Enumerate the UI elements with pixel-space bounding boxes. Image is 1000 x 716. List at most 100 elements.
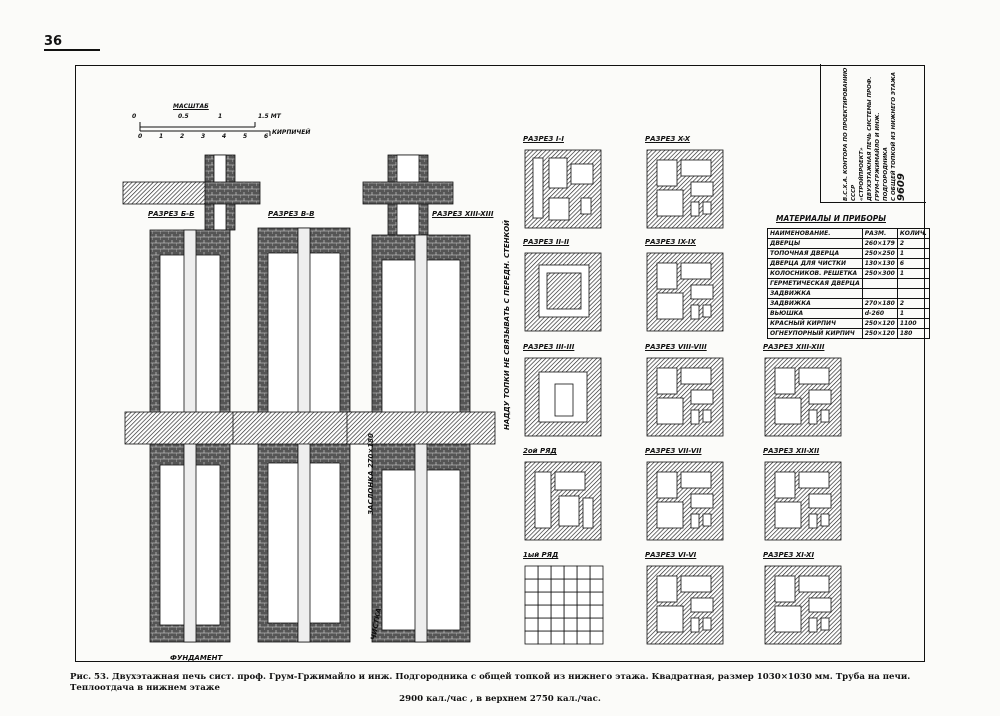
plan-cavity — [680, 367, 712, 385]
plan-cavity — [808, 493, 832, 509]
plan-cavity — [690, 389, 714, 405]
plan-section — [764, 461, 842, 541]
interfloor-slab — [346, 411, 496, 445]
plan-section — [646, 565, 724, 645]
scale-tick: 4 — [222, 133, 227, 140]
scale-tick: 0.5 — [178, 113, 189, 120]
plan-note: НАДДУ ТОПКИ НЕ СВЯЗЫВАТЬ С ПЕРЕДН. СТЕНК… — [503, 219, 511, 430]
plan-cavity — [690, 304, 700, 320]
plan-cavity — [820, 409, 830, 423]
table-cell: ГЕРМЕТИЧЕСКАЯ ДВЕРЦА — [767, 278, 863, 289]
plan-cavity — [554, 471, 586, 491]
damper-label: ЗАСЛОНКА 270×180 — [366, 433, 375, 515]
plan-cavity — [808, 597, 832, 613]
table-cell: РАЗМ. — [861, 228, 898, 239]
scale-tick: 3 — [201, 133, 206, 140]
plan-cavity — [558, 495, 580, 527]
plan-section — [524, 357, 602, 437]
plan-cavity — [808, 409, 818, 425]
table-cell: d-260 — [861, 308, 898, 319]
table-cell: 1100 — [896, 318, 930, 329]
plan-label: РАЗРЕЗ VIII-VIII — [645, 343, 707, 351]
plan-section — [524, 461, 602, 541]
plan-cavity — [774, 575, 796, 603]
table-row: ЗАДВИЖКА — [767, 288, 930, 299]
scale-tick: 1 — [218, 113, 223, 120]
table-cell: ЗАДВИЖКА — [767, 288, 863, 299]
plan-section — [524, 565, 604, 645]
plan-cavity — [534, 471, 552, 529]
title-line: В.С.Х.А. КОНТОРА ПО ПРОЕКТИРОВАНИЮ СССР — [842, 67, 857, 201]
scale-title: МАСШТАБ — [173, 103, 209, 110]
table-cell — [896, 288, 930, 299]
table-cell — [861, 288, 898, 299]
plan-cavity — [702, 617, 712, 631]
plan-cavity — [774, 501, 802, 529]
materials-title: МАТЕРИАЛЫ И ПРИБОРЫ — [776, 214, 886, 223]
plan-cavity — [546, 272, 582, 310]
plan-cavity — [656, 159, 678, 187]
plan-section — [646, 357, 724, 437]
table-cell: ДВЕРЦА ДЛЯ ЧИСТКИ — [767, 258, 863, 269]
scale-tick: 0 — [132, 113, 137, 120]
table-cell: 6 — [896, 258, 930, 269]
page-number: 36 — [44, 34, 63, 49]
table-cell: ОГНЕУПОРНЫЙ КИРПИЧ — [767, 328, 863, 339]
plan-cavity — [656, 575, 678, 603]
plan-cavity — [690, 493, 714, 509]
caption-line-2: 2900 кал./час , в верхнем 2750 кал./час. — [399, 694, 601, 704]
horizontal-plans — [524, 149, 842, 645]
section-label: РАЗРЕЗ В-В — [268, 210, 315, 218]
caption-line-1: Рис. 53. Двухэтажная печь сист. проф. Гр… — [70, 672, 911, 693]
plan-cavity — [798, 367, 830, 385]
scale-tick: 1 — [159, 133, 164, 140]
plan-cavity — [680, 471, 712, 489]
plan-cavity — [656, 471, 678, 499]
plan-cavity — [656, 262, 678, 290]
table-cell: 250×120 — [861, 328, 898, 339]
plan-label: РАЗРЕЗ I-I — [523, 135, 564, 143]
section-label: РАЗРЕЗ Б-Б — [148, 210, 195, 218]
vertical-sections — [122, 154, 496, 643]
plan-cavity — [774, 471, 796, 499]
table-header: НАИМЕНОВАНИЕ.РАЗМ.КОЛИЧ. — [767, 228, 930, 239]
plan-label: РАЗРЕЗ VI-VI — [645, 551, 697, 559]
table-cell: 250×120 — [861, 318, 898, 329]
plan-cavity — [656, 605, 684, 633]
drawing-frame — [75, 65, 925, 662]
plan-section — [524, 149, 602, 229]
plan-cavity — [680, 262, 712, 280]
plan-label: 2ой РЯД — [523, 447, 557, 455]
plan-cavity — [774, 397, 802, 425]
plan-cavity — [690, 597, 714, 613]
plan-cavity — [702, 304, 712, 318]
plan-label: РАЗРЕЗ XI-XI — [763, 551, 815, 559]
scale-unit: КИРПИЧЕЙ — [272, 129, 311, 136]
plan-cavity — [656, 189, 684, 217]
plan-label: РАЗРЕЗ II-II — [523, 238, 570, 246]
table-cell: ЗАДВИЖКА — [767, 298, 863, 309]
plan-cavity — [808, 617, 818, 633]
plan-cavity — [656, 501, 684, 529]
plan-cavity — [798, 471, 830, 489]
plan-cavity — [690, 513, 700, 529]
table-cell: 270×180 — [861, 298, 898, 309]
plan-section — [764, 565, 842, 645]
floor-slab-left — [122, 181, 206, 205]
foundation-label: ФУНДАМЕНТ — [170, 654, 223, 662]
table-cell: 2 — [896, 298, 930, 309]
figure-caption: Рис. 53. Двухэтажная печь сист. проф. Гр… — [70, 672, 930, 705]
plan-cavity — [702, 409, 712, 423]
plan-cavity — [774, 605, 802, 633]
plan-cavity — [656, 397, 684, 425]
plan-section — [646, 461, 724, 541]
plan-cavity — [690, 181, 714, 197]
